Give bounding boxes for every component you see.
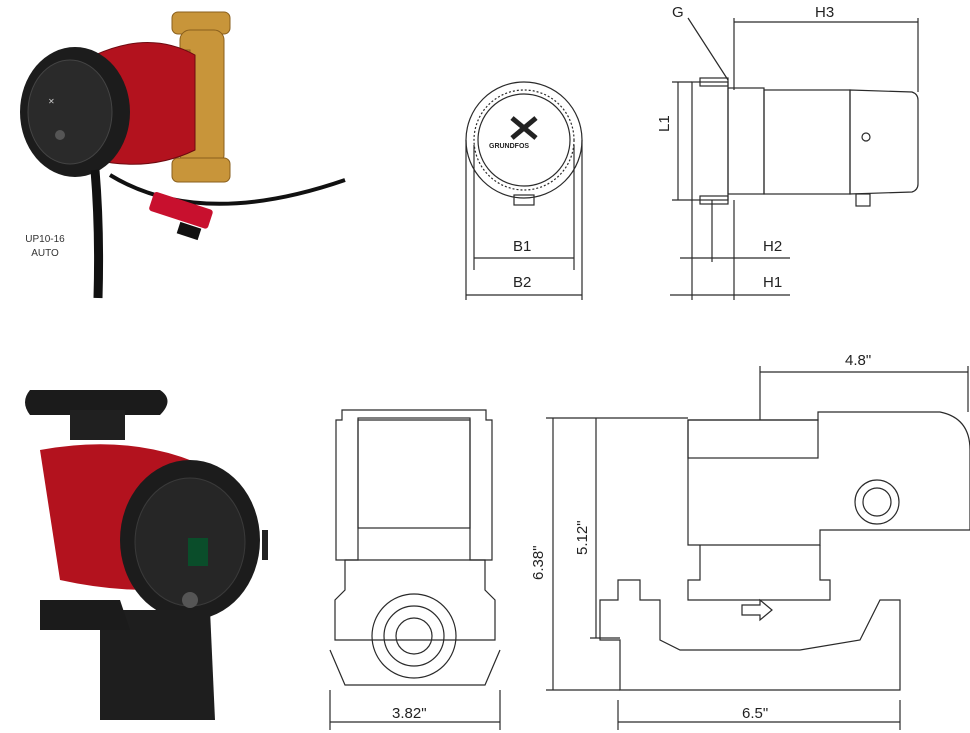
dim-inner-height: 5.12" xyxy=(574,520,591,555)
pump-photo-up10-16-graphic: ✕ xyxy=(20,11,346,299)
dim-port-length: 6.5" xyxy=(742,705,769,722)
pump-photo-up10-16: ✕ UP10-16 AUTO xyxy=(0,0,350,300)
grundfos-logo-icon xyxy=(510,116,538,140)
label-h3: H3 xyxy=(815,4,835,21)
label-h1: H1 xyxy=(763,274,783,291)
pump-photo-alpha-graphic xyxy=(25,390,268,720)
label-b2: B2 xyxy=(513,274,532,291)
label-b1: B1 xyxy=(513,238,532,255)
pump-photo-alpha xyxy=(0,370,280,733)
photo-caption-line2: AUTO xyxy=(31,248,59,259)
svg-text:✕: ✕ xyxy=(48,97,55,106)
label-h2: H2 xyxy=(763,238,783,255)
dim-front-width: 3.82" xyxy=(392,705,427,722)
dim-overall-height: 6.38" xyxy=(530,545,547,580)
dim-top-length: 4.8" xyxy=(845,352,872,369)
grundfos-logo-text: GRUNDFOS xyxy=(489,143,530,150)
label-l1: L1 xyxy=(656,115,673,132)
label-g: G xyxy=(672,4,684,21)
photo-caption-line1: UP10-16 xyxy=(25,234,65,245)
